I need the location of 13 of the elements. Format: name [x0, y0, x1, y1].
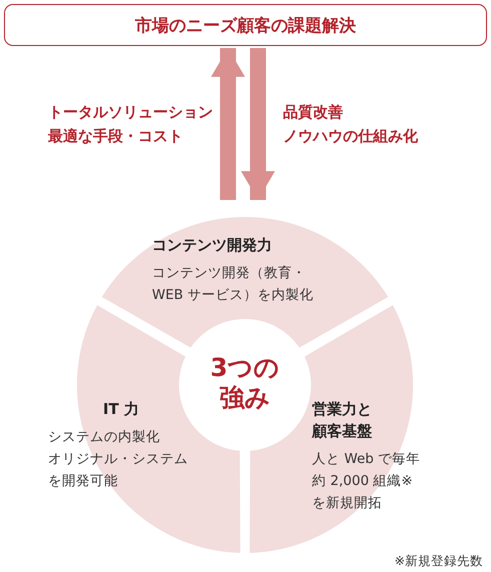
sector-text: コンテンツ開発（教育・WEB サービス）を内製化: [152, 264, 314, 305]
sector-heading: IT 力: [103, 399, 140, 420]
sector-heading: 営業力と顧客基盤: [312, 399, 373, 442]
sector-text: 人と Web で毎年約 2,000 組織※を新規開拓: [312, 450, 422, 513]
edge-label: 品質改善ノウハウの仕組み化: [283, 102, 418, 147]
edge-label: トータルソリューション最適な手段・コスト: [48, 102, 213, 147]
arrow: [241, 48, 275, 200]
arrow: [211, 48, 245, 200]
center-label: 3つの強み: [209, 353, 281, 413]
sector-heading: コンテンツ開発力: [152, 235, 273, 256]
title-box: 市場のニーズ顧客の課題解決: [4, 4, 487, 46]
sector-text: システムの内製化オリジナル・システムを開発可能: [48, 428, 189, 491]
footnote: ※新規登録先数: [394, 553, 483, 570]
